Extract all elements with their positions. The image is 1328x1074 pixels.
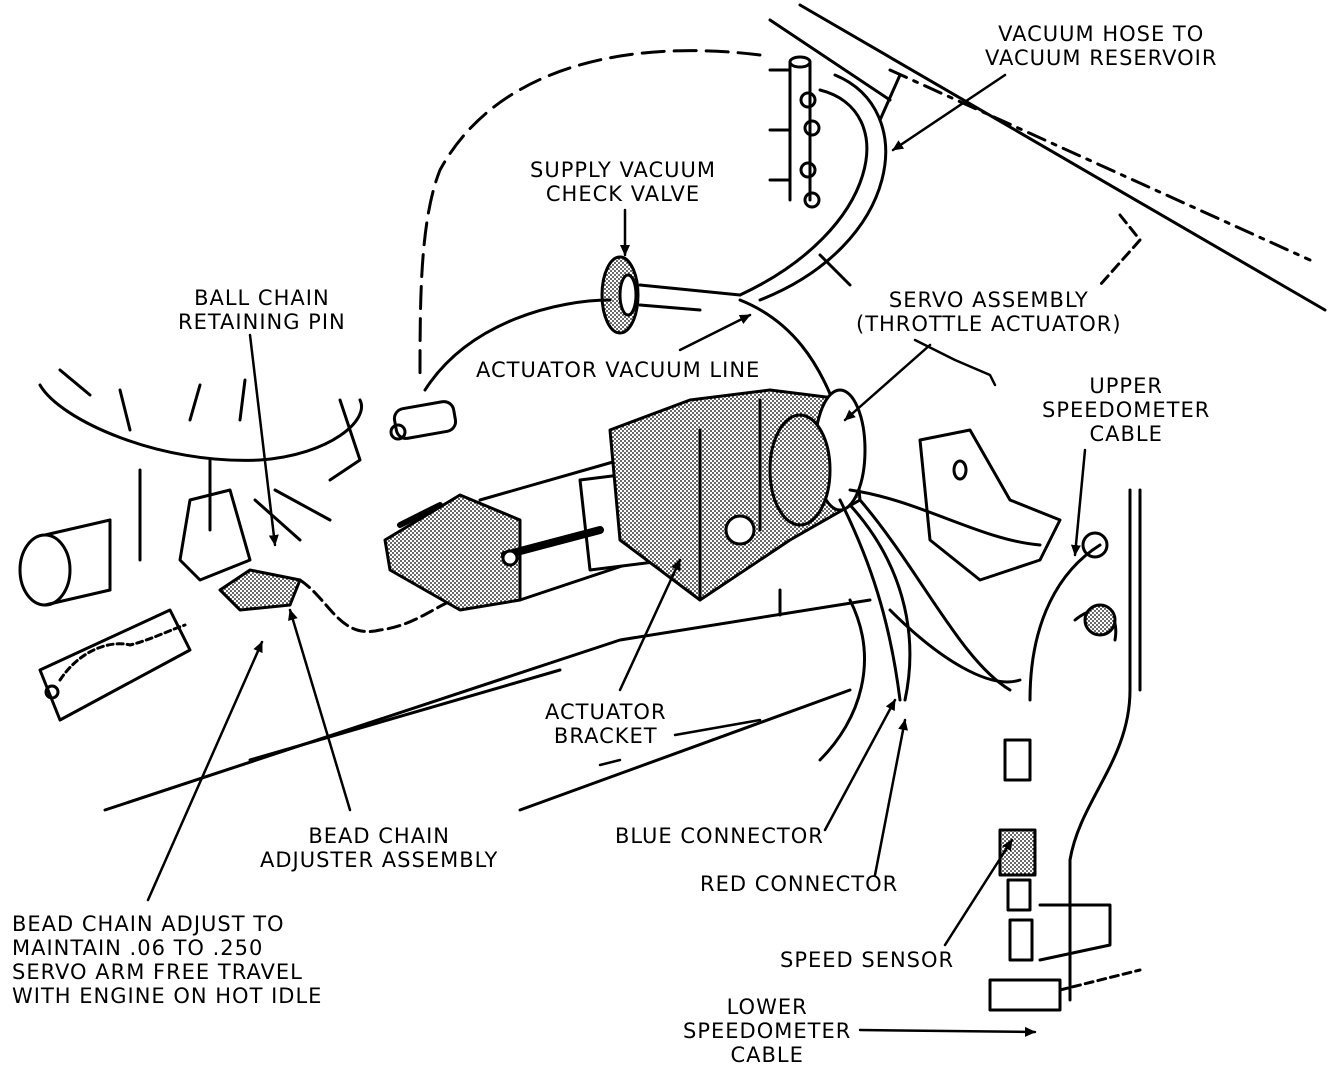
label-actuator-bracket: ACTUATOR BRACKET — [545, 700, 667, 748]
check-valve — [600, 255, 742, 335]
label-supply-check-valve: SUPPLY VACUUM CHECK VALVE — [530, 158, 716, 206]
leader-lines — [146, 73, 1087, 1037]
label-actuator-vacuum-line: ACTUATOR VACUUM LINE — [476, 358, 761, 382]
vacuum-loop-dashed — [418, 49, 762, 382]
label-ball-chain-pin: BALL CHAIN RETAINING PIN — [178, 286, 346, 334]
label-speed-sensor: SPEED SENSOR — [780, 948, 955, 972]
servo-assembly-shape — [608, 388, 867, 602]
throttle-spring-bracket — [18, 518, 192, 722]
label-servo-assembly: SERVO ASSEMBLY (THROTTLE ACTUATOR) — [856, 288, 1122, 336]
carburetor-area — [38, 368, 458, 582]
upper-cable-bracket — [918, 428, 1109, 702]
label-red-connector: RED CONNECTOR — [700, 872, 899, 896]
label-lower-speedometer-cable: LOWER SPEEDOMETER CABLE — [683, 995, 852, 1067]
label-bead-chain-adjust-note: BEAD CHAIN ADJUST TO MAINTAIN .06 TO .25… — [12, 912, 323, 1008]
label-blue-connector: BLUE CONNECTOR — [615, 824, 824, 848]
wiring-harness — [838, 488, 1042, 702]
ball-chain-linkage — [218, 488, 472, 634]
label-bead-chain-adjuster: BEAD CHAIN ADJUSTER ASSEMBLY — [260, 824, 499, 872]
label-vacuum-hose: VACUUM HOSE TO VACUUM RESERVOIR — [985, 22, 1218, 70]
engine-rails — [103, 588, 872, 812]
speed-sensor-assembly — [988, 488, 1142, 1012]
label-upper-speedometer-cable: UPPER SPEEDOMETER CABLE — [1042, 374, 1211, 446]
vacuum-hose-to-reservoir — [738, 73, 888, 302]
firewall-outline — [768, 3, 1327, 312]
vacuum-manifold-fitting — [768, 55, 821, 209]
